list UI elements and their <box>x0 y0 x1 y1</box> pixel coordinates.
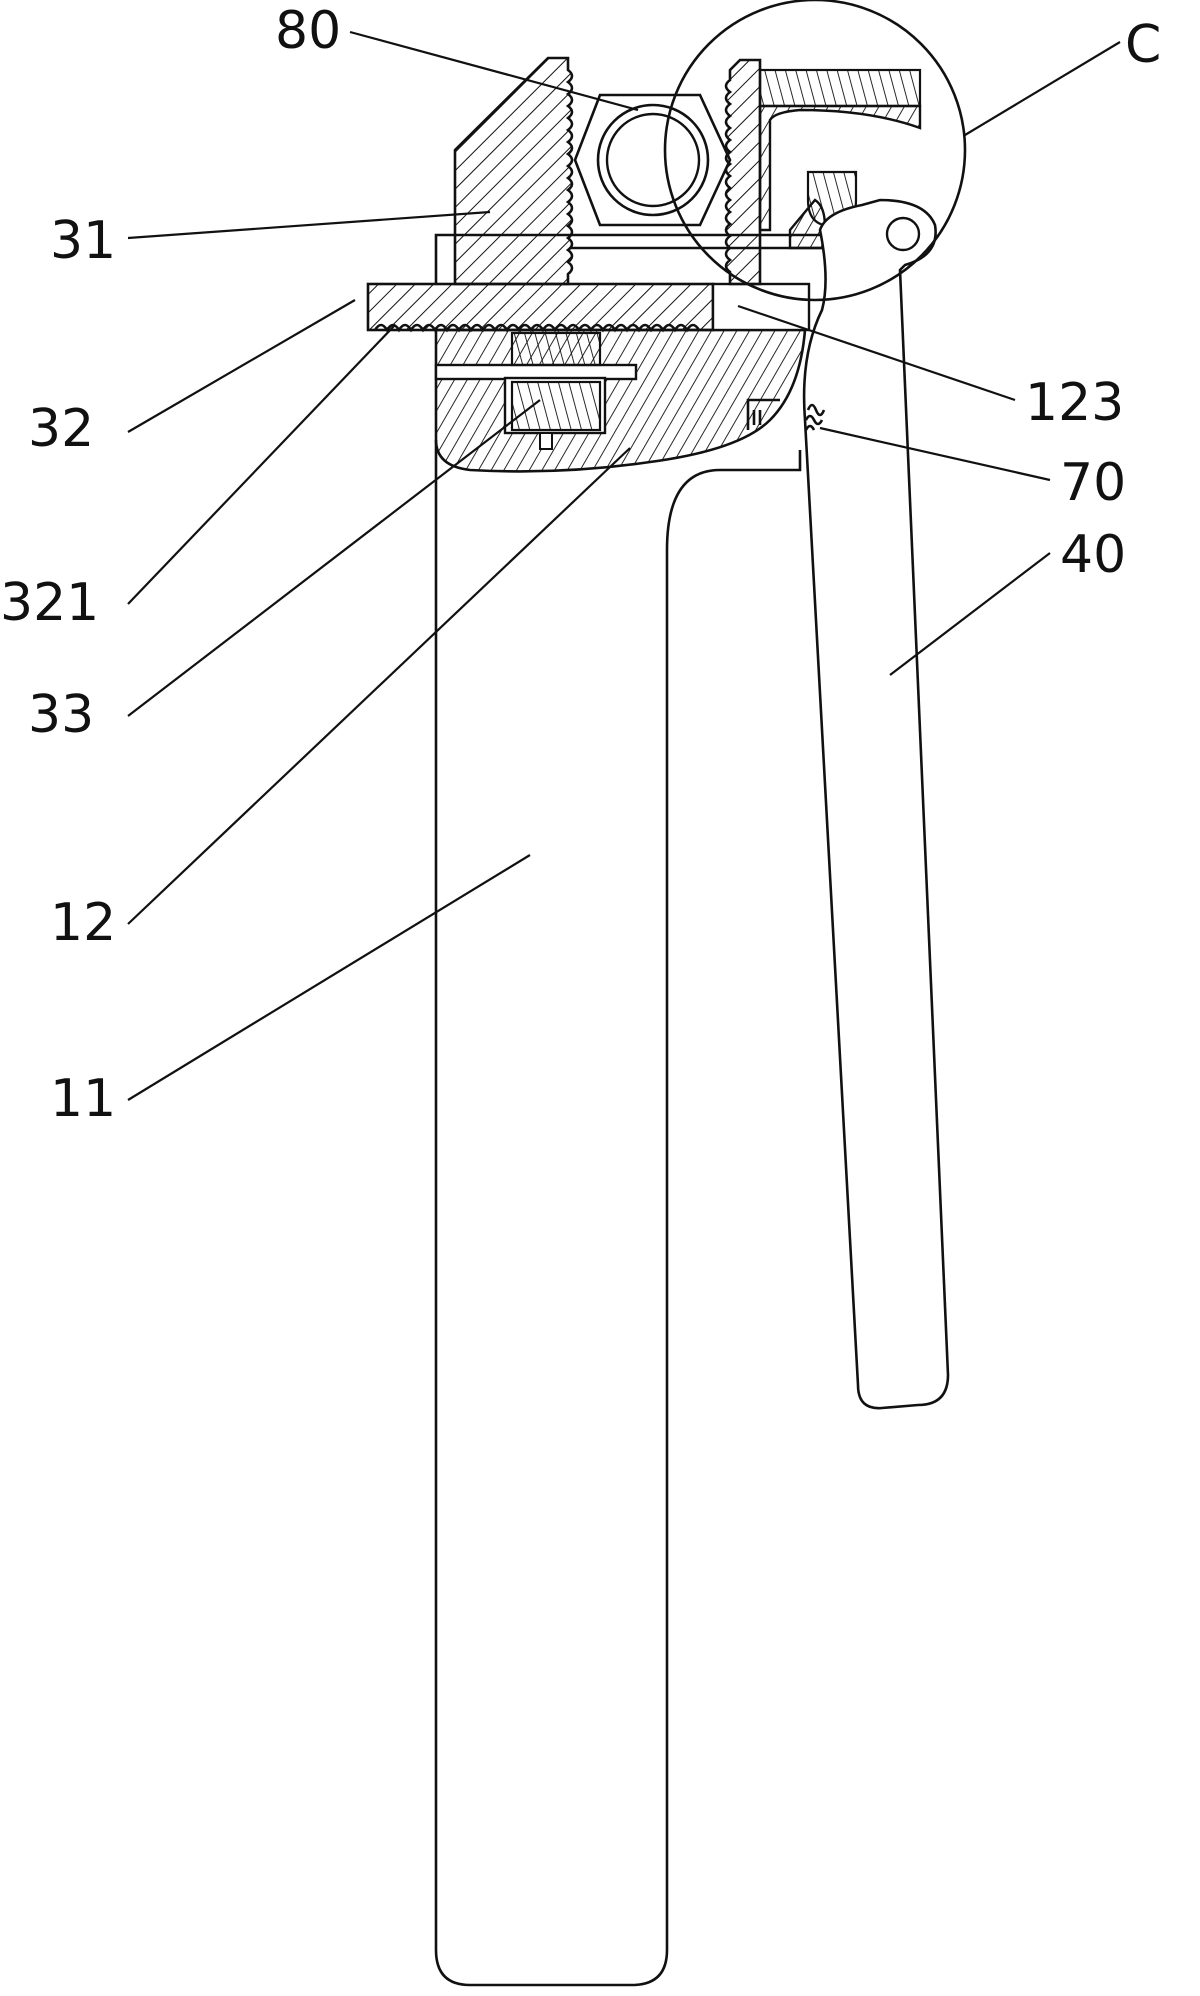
leader-40 <box>889 552 1051 676</box>
label-32: 32 <box>28 399 94 459</box>
label-80: 80 <box>275 1 341 61</box>
label-12: 12 <box>50 893 116 953</box>
leader-123 <box>737 304 1016 402</box>
nut-outer-ring <box>596 103 710 217</box>
leader-321 <box>127 324 396 605</box>
movable-jaw-31 <box>453 56 574 286</box>
label-321: 321 <box>0 573 99 633</box>
worm-pin <box>539 432 553 450</box>
worm-gear-33 <box>510 380 602 432</box>
leader-12 <box>127 447 631 925</box>
rack-teeth-321 <box>373 323 701 333</box>
upper-head <box>758 104 922 232</box>
label-123: 123 <box>1025 373 1124 433</box>
detail-circle-C <box>663 0 967 302</box>
leader-80 <box>349 30 639 112</box>
lever-pivot <box>885 216 921 252</box>
label-C: C <box>1125 15 1161 75</box>
main-handle <box>434 440 802 1987</box>
spring-seat <box>746 398 780 430</box>
leader-70 <box>819 426 1051 482</box>
label-11: 11 <box>50 1069 116 1129</box>
nut-inner-ring <box>605 112 701 208</box>
label-31: 31 <box>50 211 116 271</box>
leader-C <box>964 41 1121 136</box>
leader-32 <box>127 299 356 433</box>
label-40: 40 <box>1060 525 1126 585</box>
label-70: 70 <box>1060 453 1126 513</box>
leader-11 <box>127 854 531 1101</box>
fixed-jaw <box>724 58 762 286</box>
worm-gear-upper <box>510 331 602 367</box>
leader-31 <box>127 210 491 240</box>
block-123 <box>711 282 811 332</box>
rack-32 <box>366 282 715 332</box>
label-33: 33 <box>28 685 94 745</box>
spring-block <box>758 68 922 108</box>
lever-40 <box>802 198 950 1410</box>
spring-70 <box>804 403 826 431</box>
leader-33 <box>127 399 541 717</box>
